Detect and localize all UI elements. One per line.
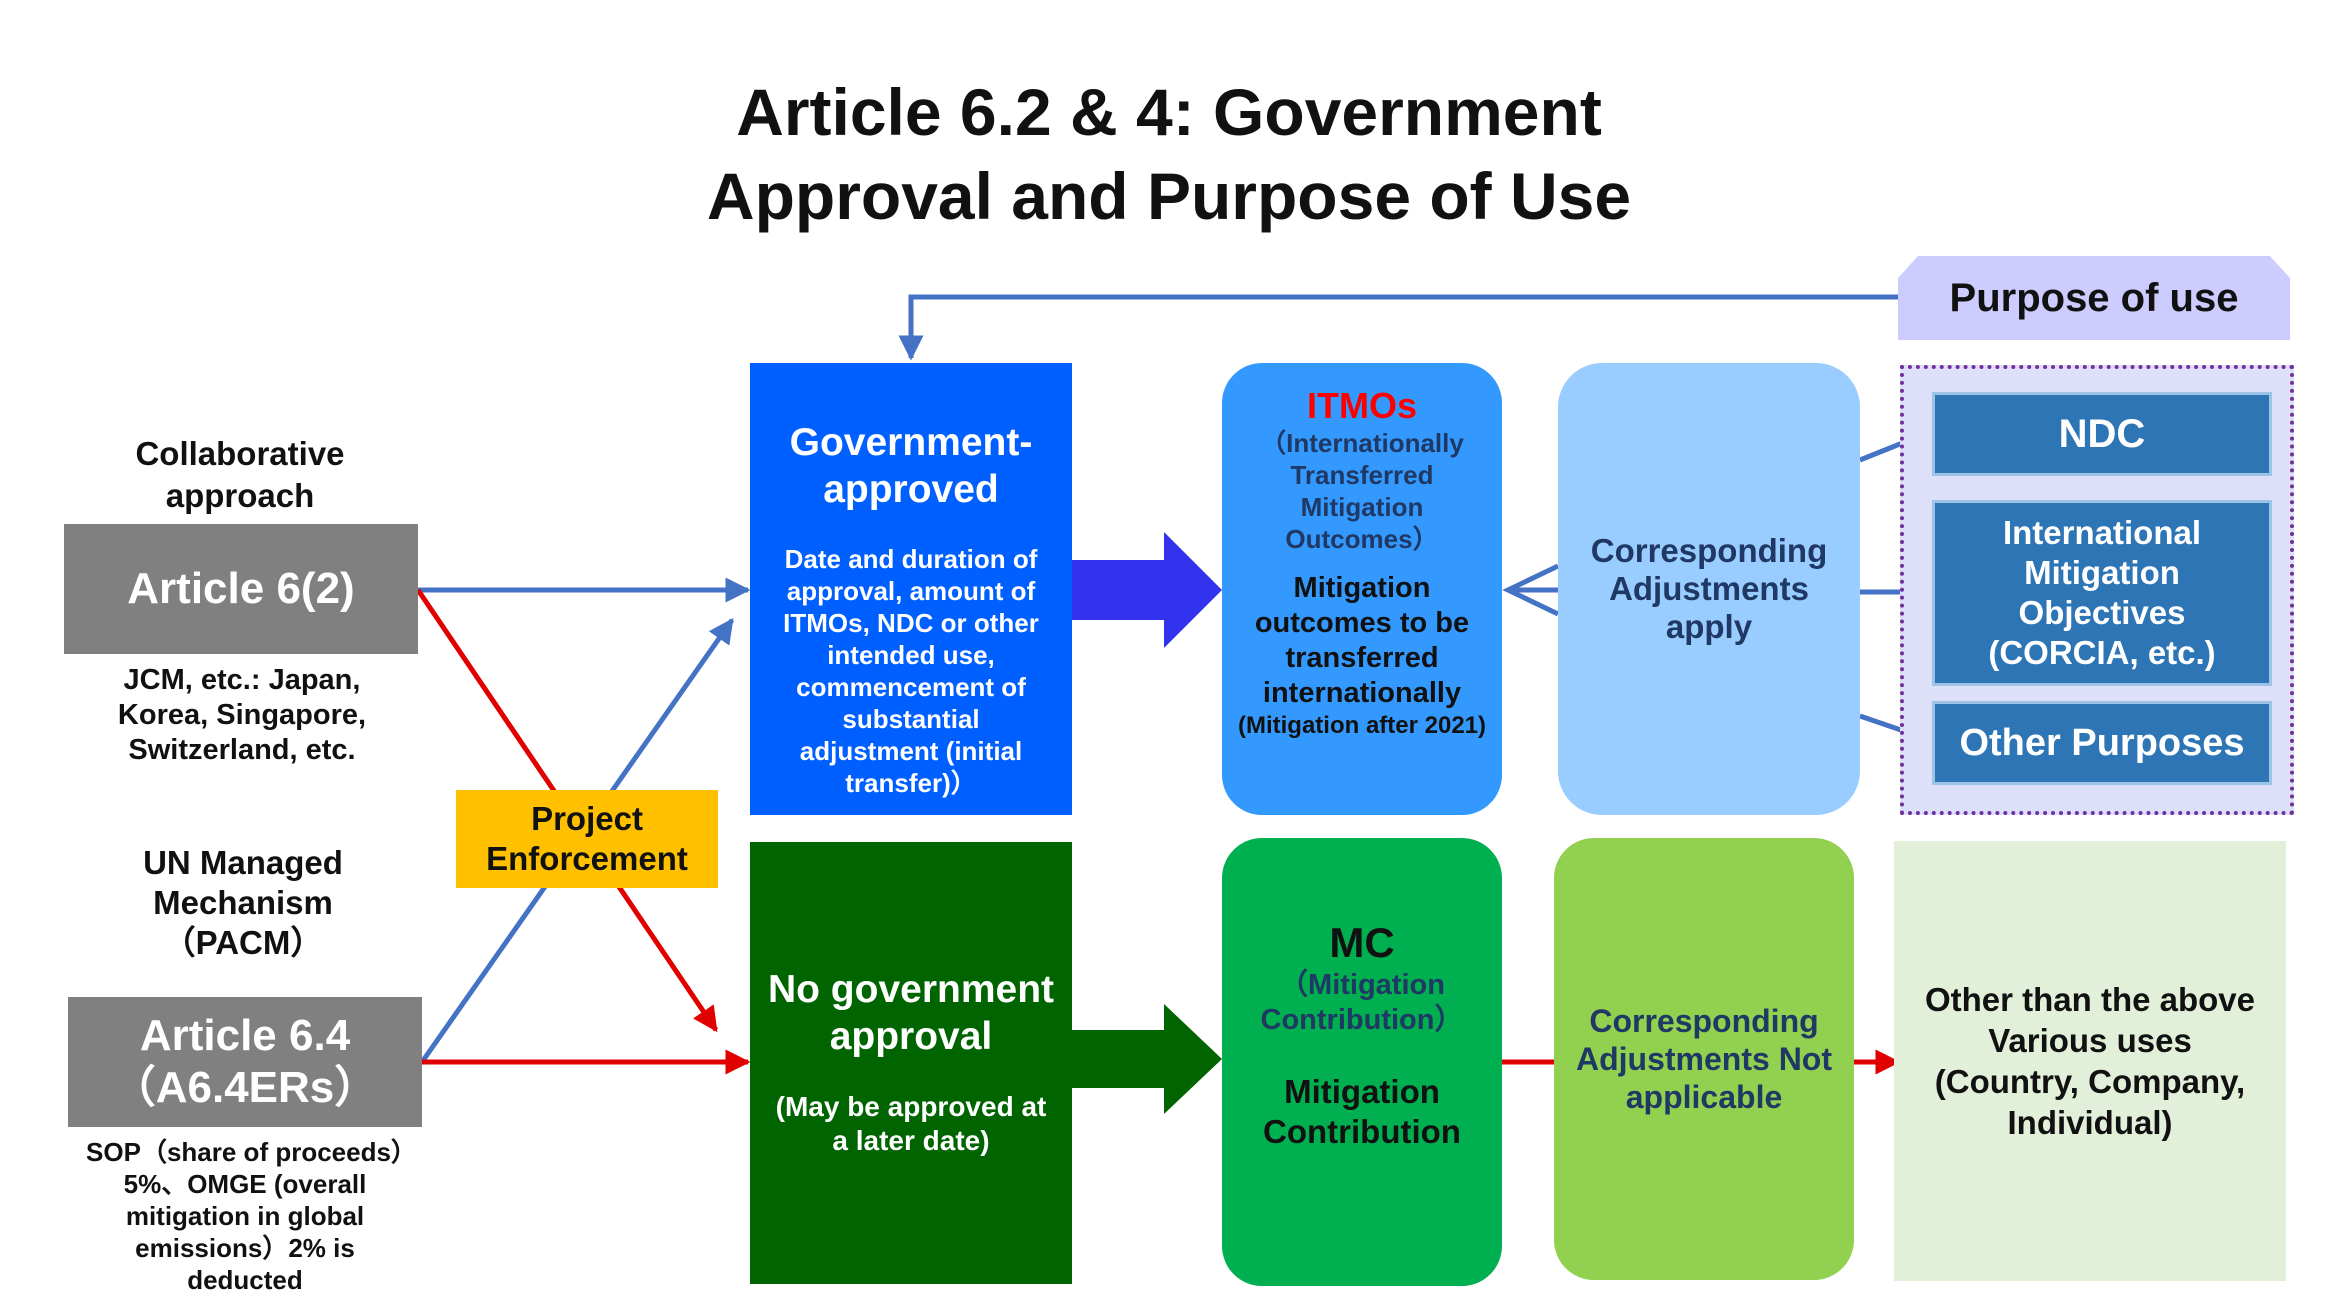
no-government-approval-box: No government approval (May be approved … <box>750 842 1072 1284</box>
purpose-international-label: International Mitigation Objectives (COR… <box>1988 514 2216 671</box>
government-approved-body: Date and duration of approval, amount of… <box>783 544 1039 798</box>
article-6-4-box: Article 6.4 （A6.4ERs） <box>68 997 422 1127</box>
government-approved-box: Government-approved Date and duration of… <box>750 363 1072 815</box>
itmos-note: (Mitigation after 2021) <box>1237 712 1487 739</box>
collaborative-approach-label: Collaborative approach <box>135 435 345 514</box>
corresponding-adjustments-not-applicable-label: Corresponding Adjustments Not applicable <box>1576 1003 1832 1115</box>
purpose-of-use-label: Purpose of use <box>1949 275 2239 320</box>
article-6-4-sublabel: （A6.4ERs） <box>111 1063 379 1112</box>
purpose-other-label: Other Purposes <box>1959 721 2245 764</box>
mc-body: Mitigation Contribution <box>1263 1073 1461 1150</box>
article-6-2-label: Article 6(2) <box>127 564 355 613</box>
un-managed-mechanism-label: UN Managed Mechanism（PACM） <box>143 844 343 961</box>
mc-subtitle: （Mitigation Contribution） <box>1260 969 1464 1036</box>
feedback-arrow <box>898 294 1898 361</box>
article-6-4-note: SOP（share of proceeds）5%、OMGE (overall m… <box>86 1137 404 1295</box>
project-enforcement-box: Project Enforcement <box>456 790 718 888</box>
mc-box: MC （Mitigation Contribution） Mitigation … <box>1222 838 1502 1286</box>
itmos-title: ITMOs <box>1306 385 1417 426</box>
purpose-ndc-label: NDC <box>2058 411 2146 456</box>
title-line-2: Approval and Purpose of Use <box>706 159 1632 233</box>
purpose-ndc-box: NDC <box>1932 392 2272 476</box>
nogov-to-mc-block-arrow <box>1070 1004 1222 1114</box>
other-uses-label: Other than the above Various uses (Count… <box>1924 981 2256 1141</box>
gov-to-itmo-block-arrow <box>1070 532 1222 648</box>
article-6-2-box: Article 6(2) <box>64 524 418 654</box>
government-approved-title: Government-approved <box>789 421 1033 511</box>
other-uses-box: Other than the above Various uses (Count… <box>1894 841 2286 1281</box>
mc-title: MC <box>1329 919 1395 966</box>
no-government-approval-title: No government approval <box>767 968 1055 1058</box>
page-title: Article 6.2 & 4: Government Approval and… <box>0 70 2338 238</box>
article-6-4-label: Article 6.4 <box>139 1011 351 1060</box>
corresponding-adjustments-not-applicable-box: Corresponding Adjustments Not applicable <box>1554 838 1854 1280</box>
project-enforcement-label: Project Enforcement <box>486 800 688 877</box>
title-line-1: Article 6.2 & 4: Government <box>736 75 1602 149</box>
purpose-international-box: International Mitigation Objectives (COR… <box>1932 500 2272 686</box>
article-6-2-note: JCM, etc.: Japan, Korea, Singapore, Swit… <box>117 663 367 766</box>
purpose-other-box: Other Purposes <box>1932 701 2272 785</box>
no-government-approval-body: (May be approved at a later date) <box>775 1091 1047 1156</box>
corresponding-adjustments-apply-label: Corresponding Adjustments apply <box>1590 532 1828 645</box>
purpose-of-use-header: Purpose of use <box>1898 256 2290 340</box>
corresponding-adjustments-apply-box: Corresponding Adjustments apply <box>1558 363 1860 815</box>
itmos-body: Mitigation outcomes to be transferred in… <box>1254 572 1470 709</box>
itmos-box: ITMOs （Internationally Transferred Mitig… <box>1222 363 1502 815</box>
itmos-subtitle: （Internationally Transferred Mitigation … <box>1260 428 1464 554</box>
